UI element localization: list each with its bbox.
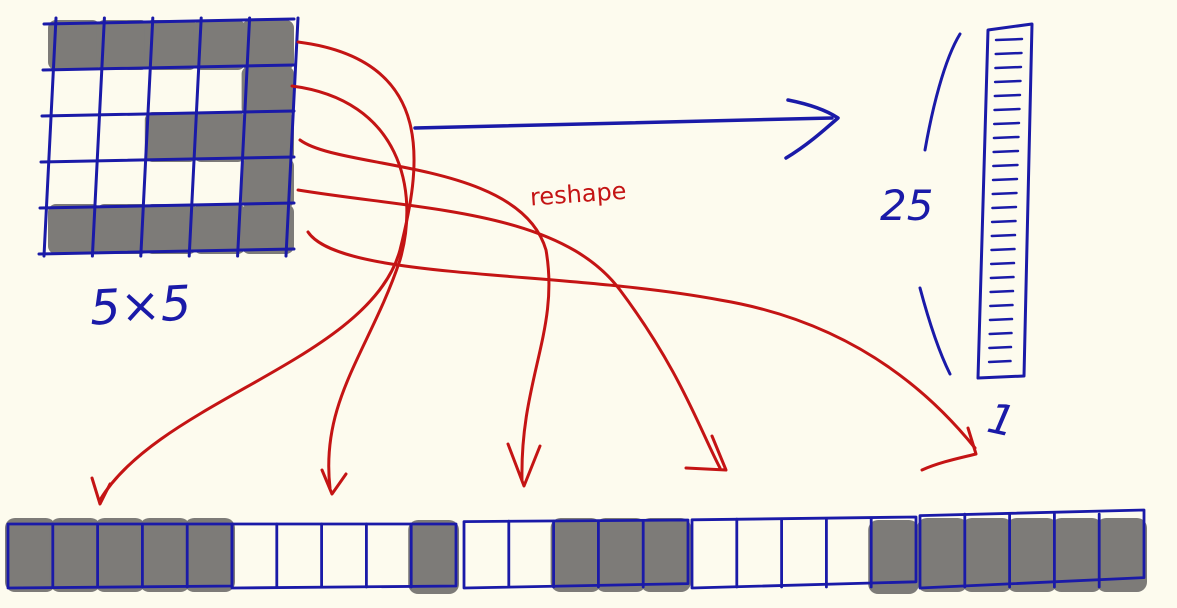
flat-segment-outline bbox=[690, 515, 918, 590]
column-width-label: 1 bbox=[983, 393, 1019, 446]
reshape-label: reshape bbox=[529, 177, 627, 212]
grid-cell-filled bbox=[241, 204, 294, 254]
column-tick bbox=[993, 93, 1022, 98]
grid-row-line bbox=[39, 155, 296, 164]
column-tick bbox=[992, 163, 1019, 168]
flat-cell-filled bbox=[595, 518, 647, 592]
column-tick bbox=[989, 289, 1015, 294]
flat-cell-filled bbox=[1096, 518, 1147, 592]
column-tick bbox=[994, 37, 1024, 42]
grid-col-line bbox=[284, 16, 300, 258]
column-tick bbox=[993, 107, 1021, 112]
column-tick bbox=[989, 261, 1016, 266]
column-tick bbox=[991, 191, 1018, 196]
grid-cell-filled bbox=[144, 204, 198, 254]
flat-cell-filled bbox=[868, 520, 919, 594]
grid-cell-filled bbox=[48, 204, 101, 254]
flat-cell-filled bbox=[184, 518, 235, 592]
flat-vector-lines bbox=[6, 508, 1146, 590]
grid-row-line bbox=[38, 201, 296, 210]
reshape-arrow-head bbox=[784, 98, 840, 160]
grid-cell-filled bbox=[48, 20, 101, 70]
flat-cell-filled bbox=[408, 520, 459, 594]
column-tick bbox=[990, 233, 1017, 238]
matrix-grid-lines bbox=[37, 16, 300, 258]
flat-cell-filled bbox=[49, 518, 101, 592]
matrix-size-label: 5×5 bbox=[88, 275, 192, 336]
grid-row-line bbox=[42, 17, 296, 26]
matrix-grid-cells bbox=[48, 20, 294, 254]
row-3-arrow bbox=[298, 138, 551, 482]
grid-cell-filled bbox=[144, 112, 198, 162]
row-4-arrow-head bbox=[684, 434, 728, 472]
column-tick bbox=[990, 247, 1016, 252]
column-tick bbox=[988, 317, 1014, 322]
row-3-arrow-head bbox=[506, 442, 542, 488]
row-1-arrow bbox=[98, 40, 416, 502]
flat-segment-outline bbox=[918, 508, 1146, 590]
column-tick bbox=[989, 303, 1014, 308]
grid-col-line bbox=[236, 16, 252, 258]
column-tick bbox=[991, 205, 1018, 210]
grid-row-line bbox=[41, 63, 296, 72]
row-2-arrow-head bbox=[320, 468, 348, 496]
grid-col-line bbox=[187, 16, 203, 258]
grid-cell-filled bbox=[241, 158, 294, 208]
column-vector-ticks bbox=[987, 37, 1024, 364]
column-brace-bottom bbox=[918, 286, 952, 376]
reshape-arrow bbox=[413, 98, 840, 160]
flat-segment-outline bbox=[462, 518, 690, 590]
grid-cell-filled bbox=[241, 20, 294, 70]
column-length-label: 25 bbox=[880, 181, 933, 230]
column-tick bbox=[992, 135, 1020, 140]
grid-cell-filled bbox=[193, 204, 246, 254]
flat-segment-outline bbox=[230, 522, 458, 590]
column-tick bbox=[990, 219, 1017, 224]
grid-cell-filled bbox=[241, 112, 294, 162]
row-mapping-arrows bbox=[90, 40, 978, 506]
column-tick bbox=[994, 65, 1023, 70]
row-2-arrow bbox=[290, 84, 409, 490]
flat-vector-cells bbox=[5, 518, 1147, 594]
flat-cell-filled bbox=[917, 518, 968, 592]
grid-cell-filled bbox=[96, 20, 149, 70]
column-tick bbox=[989, 275, 1015, 280]
column-tick bbox=[993, 79, 1022, 84]
row-5-arrow bbox=[306, 230, 977, 450]
grid-row-line bbox=[40, 109, 296, 118]
grid-row-line bbox=[37, 247, 296, 256]
column-tick bbox=[987, 359, 1012, 364]
column-tick bbox=[994, 51, 1023, 56]
grid-col-line bbox=[139, 16, 155, 258]
column-vector bbox=[976, 22, 1034, 380]
column-brace-top bbox=[923, 32, 962, 152]
grid-cell-filled bbox=[241, 66, 294, 116]
grid-cell-filled bbox=[96, 204, 149, 254]
flat-cell-filled bbox=[5, 518, 56, 592]
flat-cell-filled bbox=[139, 518, 191, 592]
grid-col-line bbox=[42, 16, 58, 258]
row-5-arrow-head bbox=[920, 426, 978, 472]
column-tick bbox=[992, 121, 1021, 126]
row-1-arrow-head bbox=[90, 476, 112, 506]
grid-col-line bbox=[90, 16, 106, 258]
flat-cell-filled bbox=[1006, 518, 1058, 592]
reshape-arrow-shaft bbox=[413, 116, 834, 130]
grid-cell-filled bbox=[193, 20, 246, 70]
flat-cell-filled bbox=[1051, 518, 1103, 592]
grid-cell-filled bbox=[144, 20, 198, 70]
column-tick bbox=[991, 177, 1019, 182]
column-tick bbox=[988, 345, 1013, 350]
column-brace bbox=[918, 32, 962, 376]
row-4-arrow bbox=[296, 188, 722, 470]
column-tick bbox=[992, 149, 1020, 154]
column-vector-outline bbox=[976, 22, 1034, 380]
flat-cell-filled bbox=[961, 518, 1013, 592]
flat-cell-filled bbox=[94, 518, 146, 592]
flat-cell-filled bbox=[550, 518, 602, 592]
grid-cell-filled bbox=[193, 112, 246, 162]
flat-cell-filled bbox=[640, 518, 691, 592]
column-tick bbox=[988, 331, 1013, 336]
